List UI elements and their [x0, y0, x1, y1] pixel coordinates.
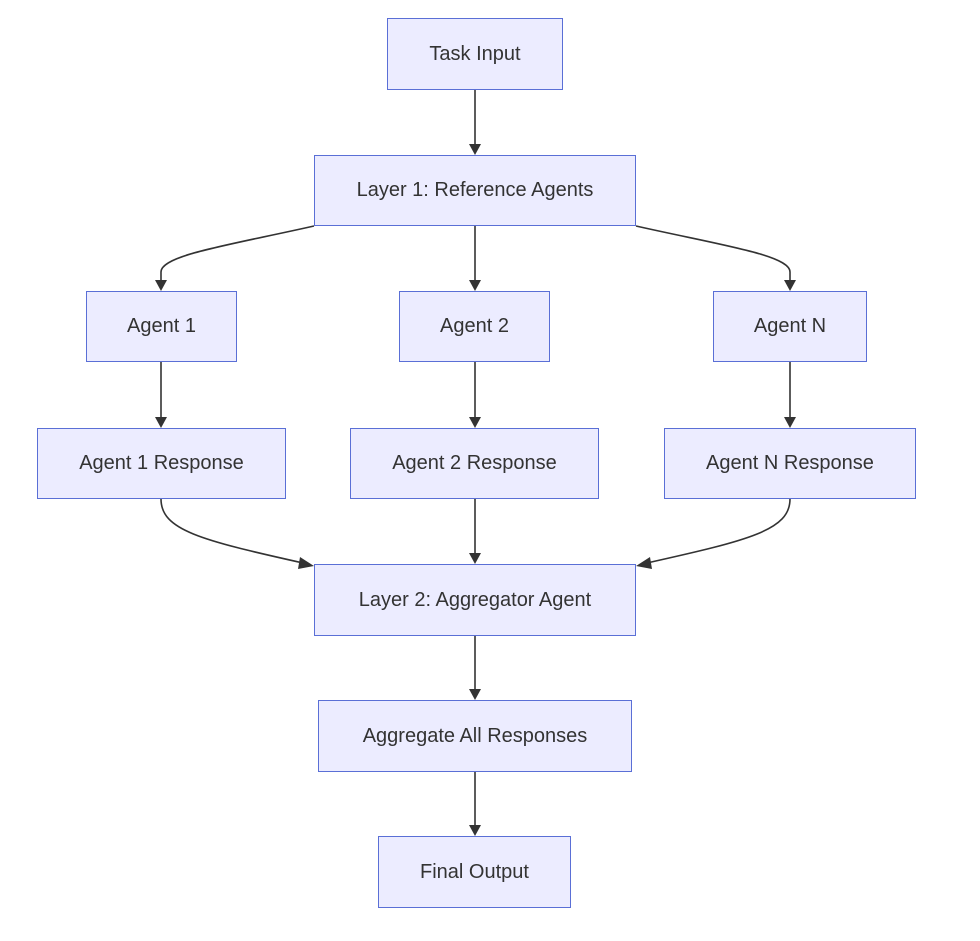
arrowhead-layer2-left [298, 557, 314, 569]
node-agent-1-label: Agent 1 [127, 315, 196, 337]
node-agent-n: Agent N [713, 291, 867, 362]
arrowhead-agent2-response [469, 417, 481, 428]
node-layer1-reference-agents: Layer 1: Reference Agents [314, 155, 636, 226]
node-layer1-label: Layer 1: Reference Agents [356, 179, 594, 201]
node-agent-1-response: Agent 1 Response [37, 428, 286, 499]
arrowhead-layer2-center [469, 553, 481, 564]
node-aggregate-label: Aggregate All Responses [362, 724, 588, 747]
edge-layer1-to-agent1 [160, 225, 315, 280]
node-agent-2-response: Agent 2 Response [350, 428, 599, 499]
node-aggregate-all-responses: Aggregate All Responses [318, 700, 632, 772]
arrowhead-agentn [784, 280, 796, 291]
node-agent-1-response-label: Agent 1 Response [79, 452, 244, 474]
node-task-input-label: Task Input [429, 42, 521, 65]
node-agent-1: Agent 1 [86, 291, 237, 362]
node-agent-n-response-label: Agent N Response [706, 452, 874, 474]
node-layer2-aggregator-agent: Layer 2: Aggregator Agent [314, 564, 636, 636]
edge-layer1-to-agentn [635, 225, 791, 280]
edge-agent1-response-to-layer2 [160, 498, 304, 564]
arrowhead-final [469, 825, 481, 836]
arrowhead-agent2 [469, 280, 481, 291]
node-agent-n-label: Agent N [753, 315, 827, 337]
node-agent-2-response-label: Agent 2 Response [392, 452, 557, 474]
arrowhead-layer1 [469, 144, 481, 155]
edge-agentn-response-to-layer2 [646, 498, 791, 564]
node-task-input: Task Input [387, 18, 563, 90]
node-layer2-label: Layer 2: Aggregator Agent [358, 588, 592, 611]
node-agent-2: Agent 2 [399, 291, 550, 362]
node-final-output-label: Final Output [420, 860, 529, 883]
node-agent-n-response: Agent N Response [664, 428, 916, 499]
arrowhead-agentn-response [784, 417, 796, 428]
node-agent-2-label: Agent 2 [440, 315, 509, 337]
arrowhead-agent1-response [155, 417, 167, 428]
arrowhead-aggregate [469, 689, 481, 700]
node-final-output: Final Output [378, 836, 571, 908]
arrowhead-agent1 [155, 280, 167, 291]
arrowhead-layer2-right [636, 557, 652, 569]
